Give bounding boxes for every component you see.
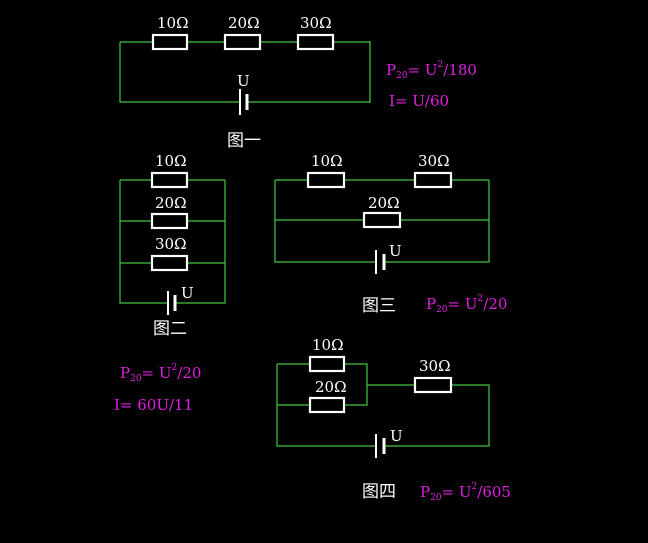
fig3-resistor-10 bbox=[306, 171, 346, 189]
fig4-source-label: U bbox=[390, 427, 403, 445]
fig1-resistor-label-3: 30Ω bbox=[300, 14, 332, 32]
fig3-resistor-30 bbox=[413, 171, 453, 189]
fig3-source-label: U bbox=[389, 242, 402, 260]
fig2-caption: 图二 bbox=[153, 319, 187, 339]
fig3-wire bbox=[274, 179, 490, 263]
fig4-battery-symbol bbox=[375, 434, 386, 458]
fig3-battery-symbol bbox=[375, 250, 386, 274]
fig1-battery-symbol bbox=[239, 89, 249, 115]
fig3-resistor-label-1: 10Ω bbox=[311, 152, 343, 170]
fig1-formula-power: P20= U2/180 bbox=[386, 60, 477, 81]
fig4-resistor-30 bbox=[413, 376, 453, 394]
figure-4: 10Ω 20Ω 30Ω U 图四 P20= U2/605 bbox=[276, 336, 511, 503]
fig3-resistor-label-2: 30Ω bbox=[418, 152, 450, 170]
fig2-source-label: U bbox=[181, 284, 194, 302]
fig4-resistor-label-3: 30Ω bbox=[419, 357, 451, 375]
fig2-resistor-30 bbox=[150, 254, 189, 272]
fig1-source-label: U bbox=[237, 72, 250, 90]
fig1-caption: 图一 bbox=[227, 131, 261, 151]
figure-2: 10Ω 20Ω 30Ω U 图二 P20= U2/20 I= 60U/11 bbox=[114, 152, 226, 414]
fig1-wire bbox=[119, 41, 371, 103]
fig3-resistor-20 bbox=[362, 211, 402, 229]
fig2-wire bbox=[119, 179, 226, 304]
fig2-resistor-label-2: 20Ω bbox=[155, 194, 187, 212]
fig1-formula-current: I= U/60 bbox=[389, 92, 449, 110]
fig4-resistor-10 bbox=[308, 355, 346, 373]
fig2-battery-symbol bbox=[167, 291, 177, 315]
fig4-resistor-label-2: 20Ω bbox=[315, 378, 347, 396]
fig2-resistor-label-1: 10Ω bbox=[155, 152, 187, 170]
fig4-caption: 图四 bbox=[362, 482, 396, 502]
fig2-resistor-label-3: 30Ω bbox=[155, 235, 187, 253]
fig4-resistor-label-1: 10Ω bbox=[312, 336, 344, 354]
fig3-resistor-label-3: 20Ω bbox=[368, 194, 400, 212]
fig4-wire bbox=[276, 363, 490, 447]
figure-1: 10Ω 20Ω 30Ω U 图一 P20= U2/180 I= U/60 bbox=[119, 14, 477, 151]
fig3-formula-power: P20= U2/20 bbox=[426, 294, 507, 315]
fig2-resistor-10 bbox=[150, 171, 189, 189]
fig4-resistor-20 bbox=[308, 396, 346, 414]
fig2-formula-current: I= 60U/11 bbox=[114, 396, 193, 414]
fig1-resistor-label-2: 20Ω bbox=[228, 14, 260, 32]
figure-3: 10Ω 30Ω 20Ω U 图三 P20= U2/20 bbox=[274, 152, 507, 316]
fig1-resistor-30 bbox=[296, 33, 335, 51]
fig1-resistor-10 bbox=[151, 33, 189, 51]
fig4-formula-power: P20= U2/605 bbox=[420, 482, 511, 503]
fig1-resistor-20 bbox=[223, 33, 262, 51]
fig1-resistor-label-1: 10Ω bbox=[157, 14, 189, 32]
fig3-caption: 图三 bbox=[362, 296, 396, 316]
fig2-formula-power: P20= U2/20 bbox=[120, 363, 201, 384]
fig2-resistor-20 bbox=[150, 212, 189, 230]
